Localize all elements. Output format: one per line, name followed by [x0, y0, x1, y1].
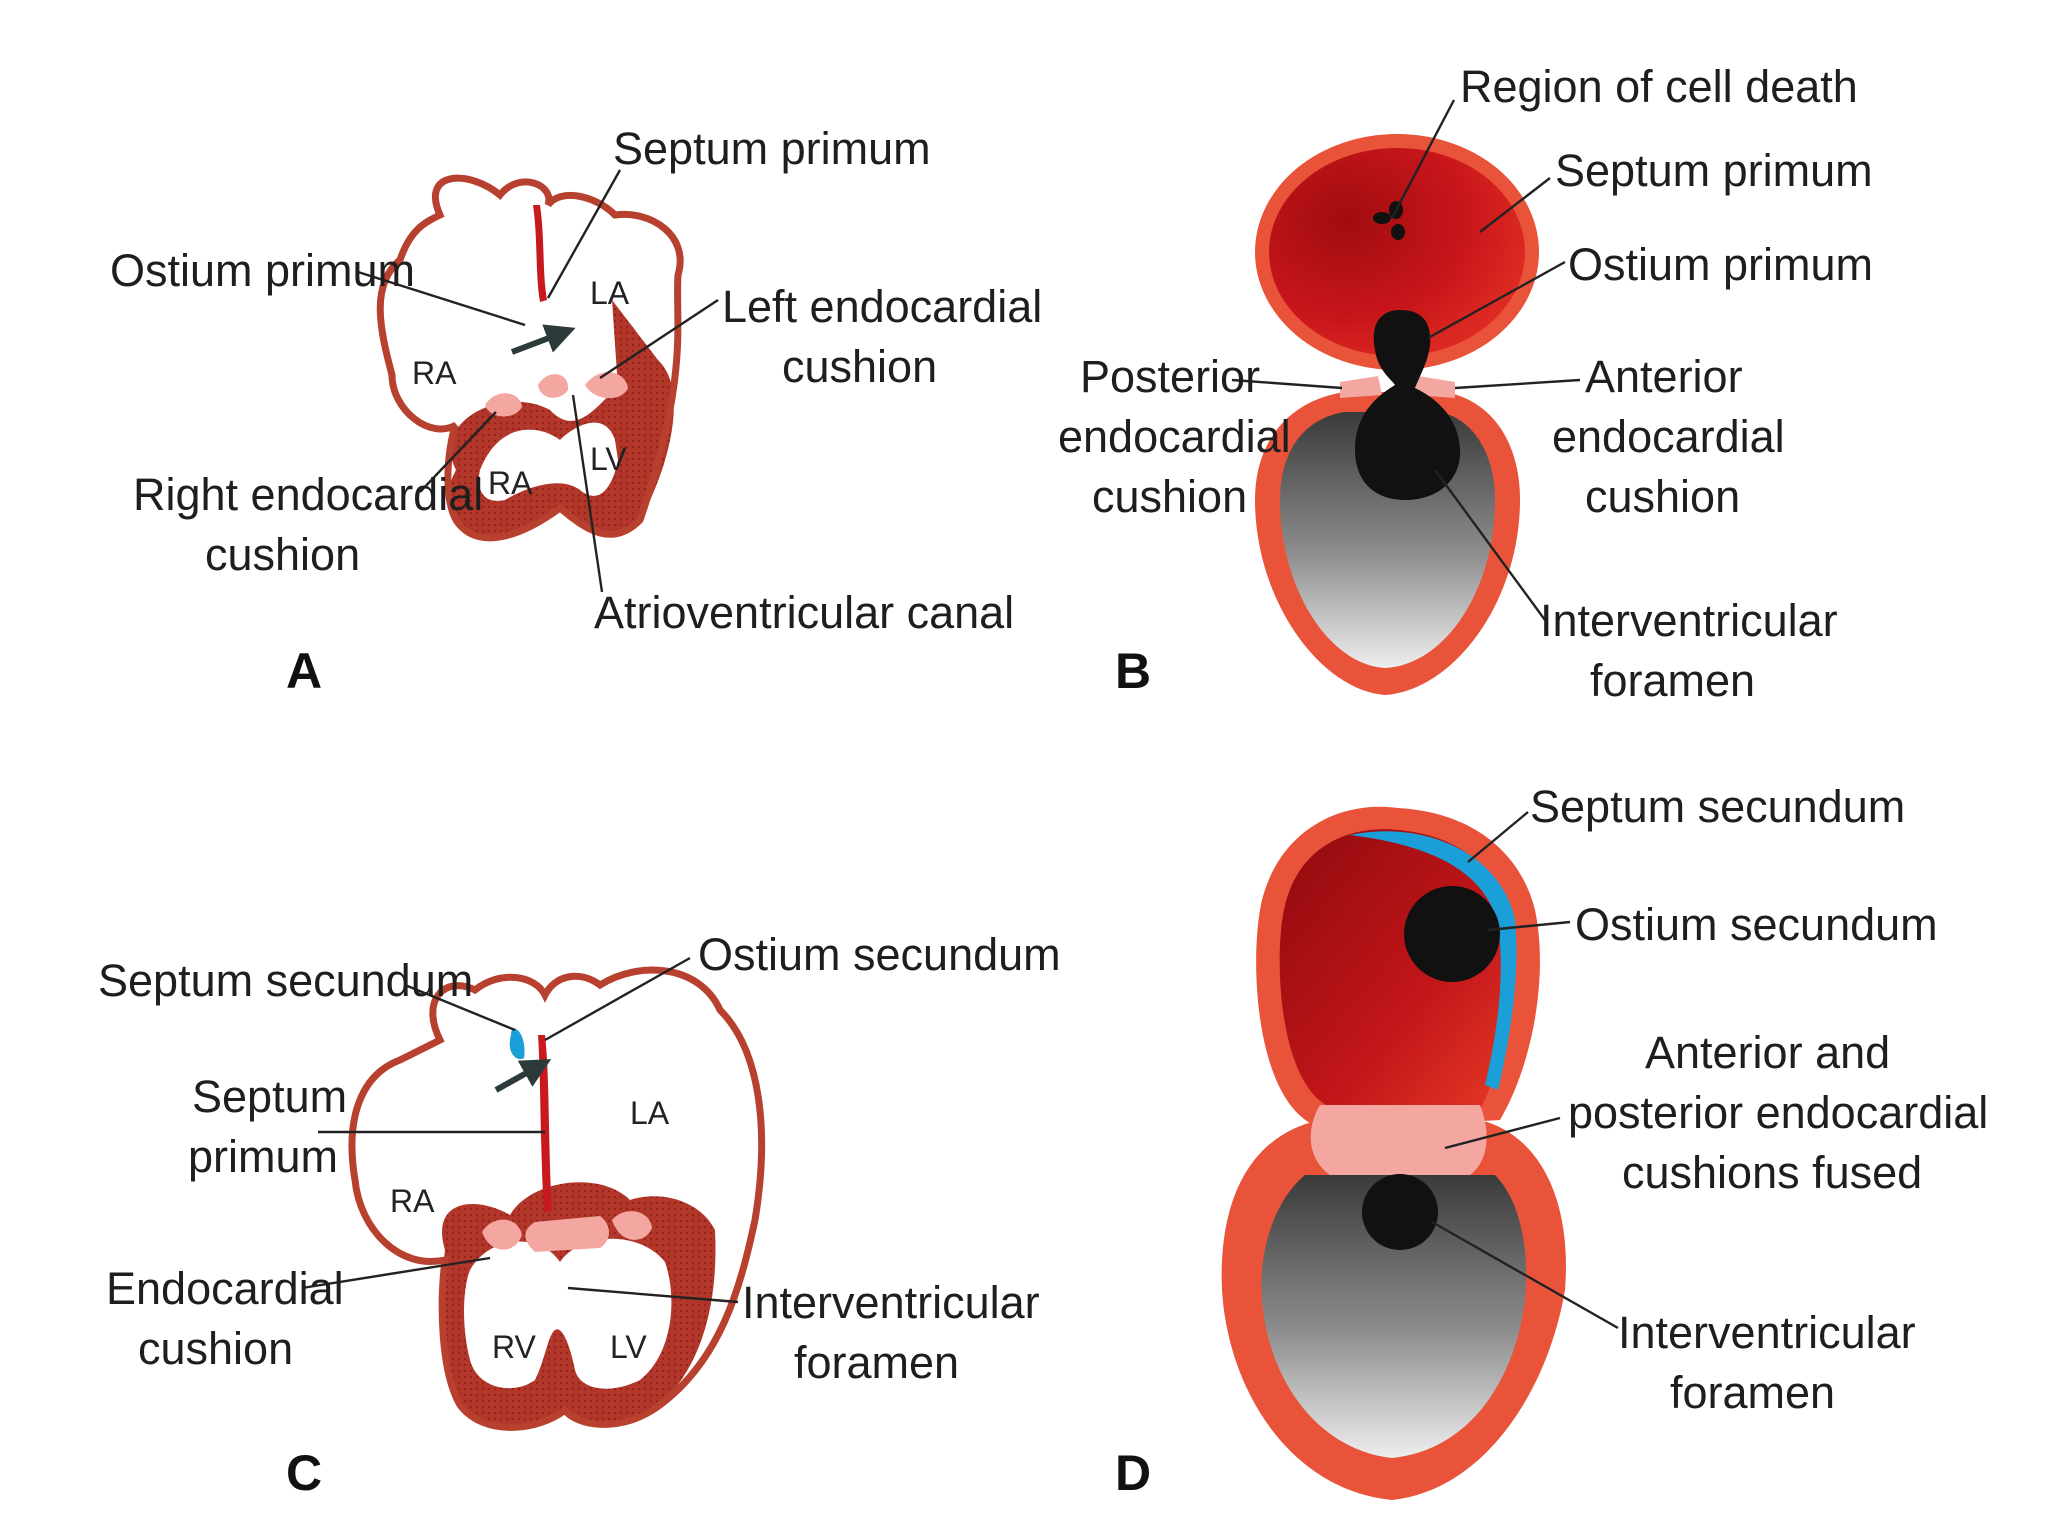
panel-b-label-anterior-cushion-2: endocardial	[1552, 411, 1785, 462]
panel-d-label-fused-cushions-2: posterior endocardial	[1568, 1087, 1988, 1138]
panel-b-label-septum-primum: Septum primum	[1555, 145, 1873, 196]
panel-d-label-iv-foramen-1: Interventricular	[1618, 1307, 1916, 1358]
panel-d-leader-iv-foramen	[1431, 1220, 1619, 1330]
panel-c-chamber-ra: RA	[390, 1183, 435, 1219]
panel-a-leader-left-cushion	[599, 298, 719, 380]
panel-b-label-anterior-cushion-1: Anterior	[1585, 351, 1743, 402]
panel-c-label-endocardial-cushion-1: Endocardial	[106, 1263, 344, 1314]
panel-a-right-cushion	[485, 393, 522, 417]
panel-d-fused-cushions	[1310, 1105, 1487, 1175]
panel-b-letter: B	[1115, 643, 1151, 699]
panel-c-leader-endocardial-cushion	[301, 1256, 491, 1290]
panel-c-cushion-mid	[525, 1216, 609, 1252]
panel-c-label-septum-secundum: Septum secundum	[98, 955, 473, 1006]
panel-a-chamber-la: LA	[590, 275, 630, 311]
panel-c-label-iv-foramen-1: Interventricular	[742, 1277, 1040, 1328]
panel-b-leader-iv-foramen	[1434, 469, 1546, 621]
panel-a-flow-arrow	[510, 324, 576, 355]
panel-b-leader-posterior-cushion	[1231, 378, 1343, 390]
panel-a-leader-septum-primum	[546, 169, 622, 299]
panel-c-chamber-lv: LV	[610, 1329, 647, 1365]
panel-c-cushion-left	[612, 1211, 652, 1240]
panel-b-label-anterior-cushion-3: cushion	[1585, 471, 1740, 522]
panel-c: RA LA RV LV Septum secundum Ostium secun…	[98, 929, 1061, 1501]
panel-a-label-right-cushion-1: Right endocardial	[133, 469, 483, 520]
panel-a-label-septum-primum: Septum primum	[613, 123, 931, 174]
panel-a-leader-av-canal	[571, 394, 604, 593]
panel-a-label-left-cushion-1: Left endocardial	[722, 281, 1042, 332]
panel-c-label-endocardial-cushion-2: cushion	[138, 1323, 293, 1374]
panel-c-leader-ostium-secundum	[544, 956, 691, 1042]
panel-a-left-cushion	[585, 372, 628, 399]
panel-a-chamber-ra-lower: RA	[488, 465, 533, 501]
panel-a-heart-outline	[376, 174, 684, 542]
panel-b-anterior-cushion	[1414, 376, 1455, 398]
panel-a-label-ostium-primum: Ostium primum	[110, 245, 415, 296]
panel-b-label-posterior-cushion-3: cushion	[1092, 471, 1247, 522]
panel-b-foramen	[1355, 310, 1461, 500]
panel-c-leader-septum-secundum	[404, 983, 516, 1032]
panel-b-label-posterior-cushion-1: Posterior	[1080, 351, 1260, 402]
panel-d-leader-ostium-secundum	[1487, 920, 1571, 932]
panel-b: Region of cell death Septum primum Ostiu…	[1058, 61, 1873, 706]
panel-c-septum-secundum	[509, 1028, 525, 1060]
panel-b-label-ostium-primum: Ostium primum	[1568, 239, 1873, 290]
panel-d: Septum secundum Ostium secundum Anterior…	[1115, 781, 1988, 1501]
panel-b-leader-cell-death	[1390, 99, 1456, 219]
panel-a-label-right-cushion-2: cushion	[205, 529, 360, 580]
panel-a-label-av-canal: Atrioventricular canal	[594, 587, 1014, 638]
panel-b-label-posterior-cushion-2: endocardial	[1058, 411, 1291, 462]
panel-d-label-septum-secundum: Septum secundum	[1530, 781, 1905, 832]
panel-a-ventricle-cavity	[478, 422, 618, 501]
panel-d-septum-secundum	[1350, 831, 1517, 1090]
panel-d-label-fused-cushions-1: Anterior and	[1645, 1027, 1890, 1078]
panel-d-ventricle-cavity	[1261, 1175, 1527, 1458]
panel-c-letter: C	[286, 1445, 322, 1501]
panel-b-leader-anterior-cushion	[1454, 378, 1581, 390]
panel-c-leader-iv-foramen	[567, 1286, 739, 1304]
panel-a-label-left-cushion-2: cushion	[782, 341, 937, 392]
panel-c-cushion-right	[482, 1219, 522, 1250]
panel-b-atrium-cavity	[1269, 148, 1525, 356]
panel-d-label-ostium-secundum: Ostium secundum	[1575, 899, 1938, 950]
panel-a-leader-ostium-primum	[357, 270, 526, 327]
panel-d-leader-septum-secundum	[1467, 811, 1529, 863]
panel-c-label-septum-primum-2: primum	[188, 1131, 338, 1182]
panel-b-label-iv-foramen-2: foramen	[1590, 655, 1755, 706]
panel-c-label-septum-primum-1: Septum	[192, 1071, 347, 1122]
panel-d-iv-foramen	[1362, 1174, 1438, 1250]
panel-a-septum-primum	[533, 205, 547, 302]
panel-a-middle-cushion	[538, 374, 569, 398]
panel-c-chamber-rv: RV	[492, 1329, 537, 1365]
panel-a-chamber-lv: LV	[590, 441, 627, 477]
panel-a: RA LA RA LV Septum primum Ostium primum …	[110, 123, 1042, 699]
panel-b-label-cell-death: Region of cell death	[1460, 61, 1858, 112]
panel-a-chamber-ra-upper: RA	[412, 355, 457, 391]
panel-c-heart-outline	[348, 966, 766, 1431]
panel-a-letter: A	[286, 643, 322, 699]
panel-c-label-ostium-secundum: Ostium secundum	[698, 929, 1061, 980]
panel-c-ventricle-cavity	[464, 1238, 672, 1389]
panel-b-leader-septum-primum	[1479, 177, 1551, 233]
panel-c-flow-arrow	[494, 1059, 552, 1093]
panel-d-label-fused-cushions-3: cushions fused	[1622, 1147, 1922, 1198]
panel-d-label-iv-foramen-2: foramen	[1670, 1367, 1835, 1418]
panel-b-leader-ostium-primum	[1427, 260, 1566, 340]
panel-c-chamber-la: LA	[630, 1095, 670, 1131]
panel-c-label-iv-foramen-2: foramen	[794, 1337, 959, 1388]
panel-b-label-iv-foramen-1: Interventricular	[1540, 595, 1838, 646]
panel-b-posterior-cushion	[1340, 376, 1382, 398]
panel-d-ostium-secundum	[1404, 886, 1500, 982]
panel-d-letter: D	[1115, 1445, 1151, 1501]
panel-a-leader-right-cushion	[419, 411, 497, 493]
panel-d-leader-fused-cushions	[1444, 1116, 1561, 1150]
